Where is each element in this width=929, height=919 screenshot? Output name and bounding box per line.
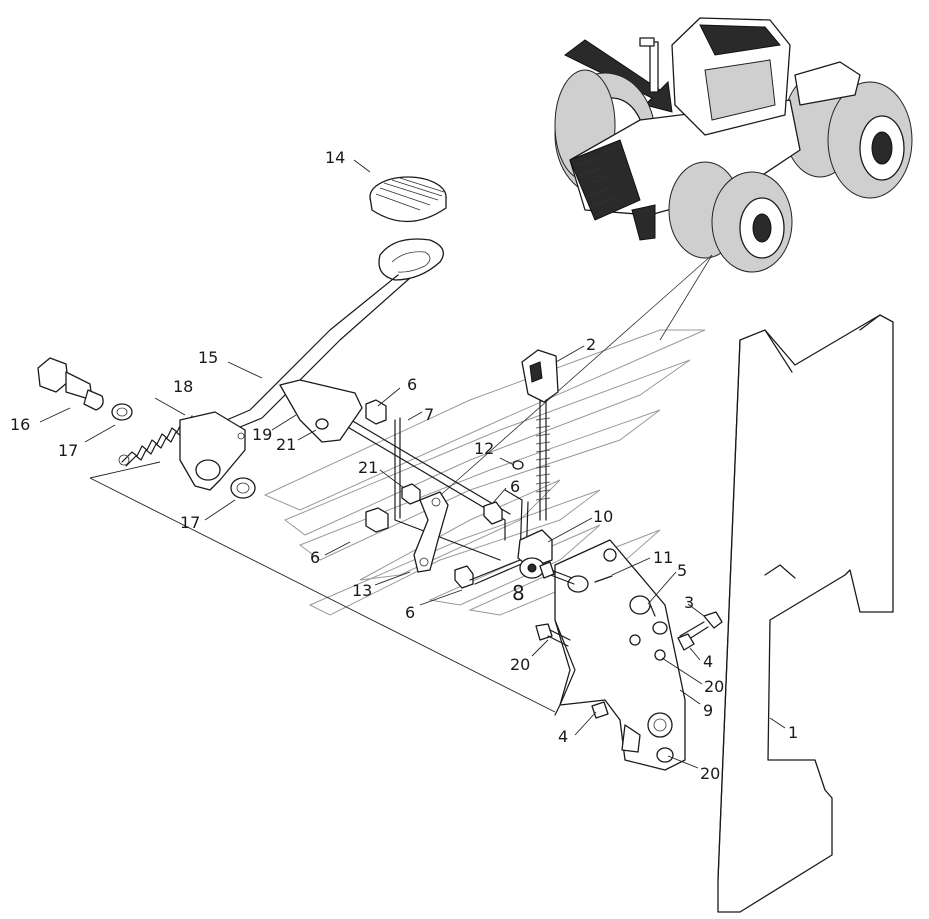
callout-4-bottom: 4 [558,727,568,746]
callout-15: 15 [198,348,218,367]
support-bracket [717,314,894,913]
tractor-illustration [554,17,913,273]
mounting-plate [554,539,686,771]
leader-lines [39,159,786,769]
bolt-and-bushing [37,357,133,421]
callout-21-lower: 21 [358,458,378,477]
callout-2: 2 [586,335,596,354]
linkage-assembly [279,379,529,589]
callout-13: 13 [352,581,372,600]
callout-20-bottom: 20 [700,764,720,783]
callout-6-bottom: 6 [405,603,415,622]
pedal-bracket [179,411,256,499]
pedal-arm [214,238,444,433]
callout-12: 12 [474,439,494,458]
callout-6-middle: 6 [510,477,520,496]
callout-6-left: 6 [310,548,320,567]
callout-10: 10 [593,507,613,526]
callout-20-left: 20 [510,655,530,674]
callout-8: 8 [512,581,525,605]
callout-9: 9 [703,701,713,720]
callout-labels: 14 15 16 17 17 18 19 21 21 6 6 6 6 7 12 … [10,148,798,783]
callout-19: 19 [252,425,272,444]
callout-4-right: 4 [703,652,713,671]
callout-6-top: 6 [407,375,417,394]
callout-17-upper: 17 [58,441,78,460]
pedal-pad [369,176,447,223]
callout-3: 3 [684,593,694,612]
reference-lines [434,254,713,501]
callout-17-lower: 17 [180,513,200,532]
callout-5: 5 [677,561,687,580]
watermark-logo [263,329,706,616]
callout-11: 11 [653,548,673,567]
callout-16: 16 [10,415,30,434]
position-sensor [512,349,559,579]
fasteners [535,561,723,719]
callout-20-right: 20 [704,677,724,696]
callout-21-upper: 21 [276,435,296,454]
callout-1: 1 [788,723,798,742]
callout-14: 14 [325,148,345,167]
callout-7: 7 [424,405,434,424]
callout-18: 18 [173,377,193,396]
